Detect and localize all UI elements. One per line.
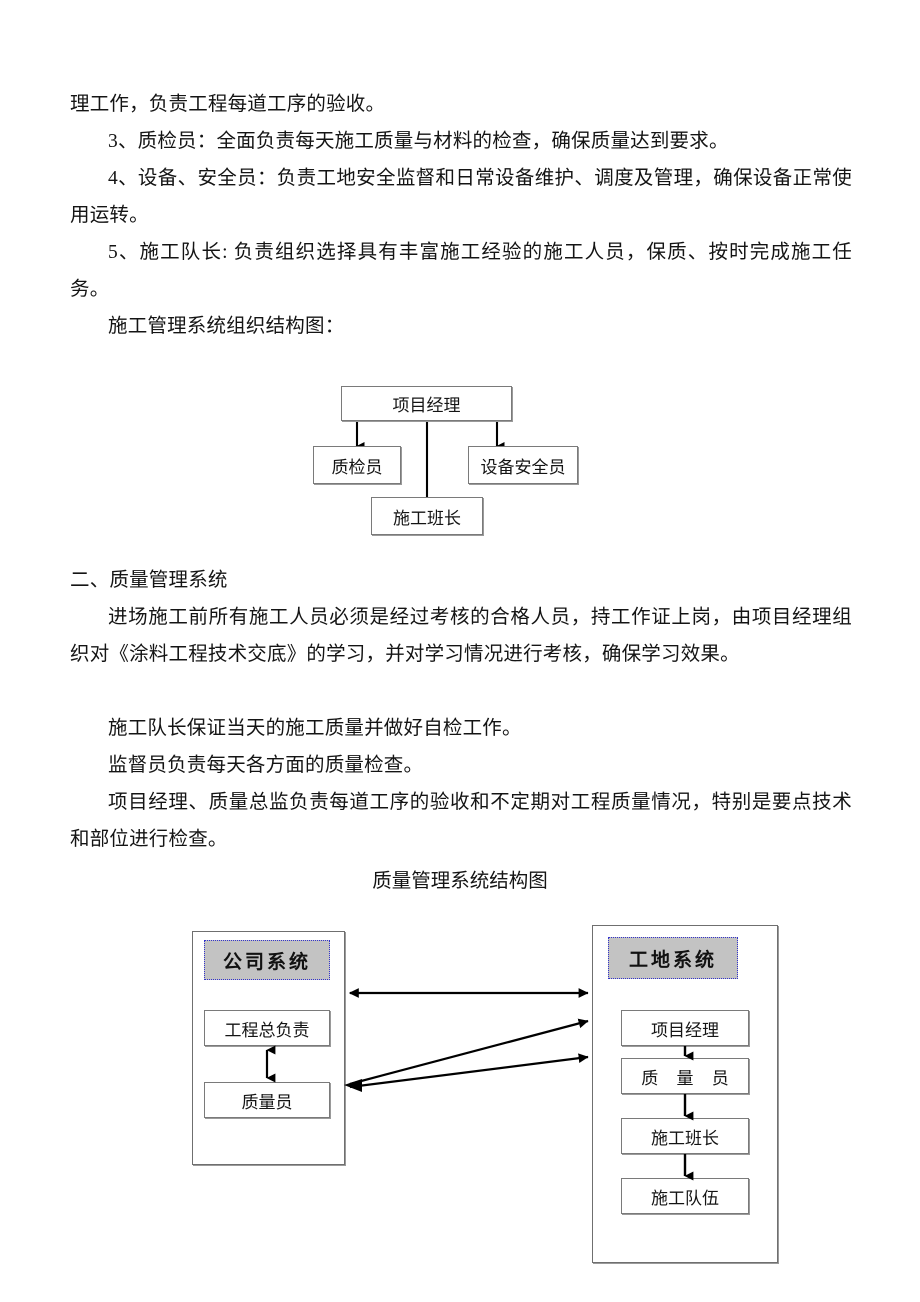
paragraph-4: 5、施工队长: 负责组织选择具有丰富施工经验的施工人员，保质、按时完成施工任务。 [70, 242, 852, 300]
org-node-inspector-label: 质检员 [331, 457, 383, 477]
org-node-foreman: 施工班长 [371, 497, 483, 535]
site-node-project-manager-label: 项目经理 [651, 1020, 719, 1040]
paragraph-8: 施工队长保证当天的施工质量并做好自检工作。 [108, 718, 522, 739]
company-node-chief-engineer: 工程总负责 [204, 1010, 330, 1046]
org-node-safety: 设备安全员 [468, 446, 578, 484]
site-node-quality-officer: 质 量 员 [621, 1058, 749, 1094]
site-system-header-label: 工地系统 [628, 949, 717, 971]
paragraph-2: 3、质检员：全面负责每天施工质量与材料的检查，确保质量达到要求。 [108, 131, 729, 152]
paragraph-3: 4、设备、安全员：负责工地安全监督和日常设备维护、调度及管理，确保设备正常使用运… [70, 168, 852, 226]
company-system-header: 公司系统 [204, 940, 330, 980]
site-node-foreman: 施工班长 [621, 1118, 749, 1154]
site-node-crew-label: 施工队伍 [651, 1188, 719, 1208]
company-node-chief-engineer-label: 工程总负责 [224, 1020, 310, 1040]
paragraph-1: 理工作，负责工程每道工序的验收。 [70, 94, 386, 115]
paragraph-org-chart-label: 施工管理系统组织结构图： [108, 316, 345, 337]
company-node-quality-officer-label: 质量员 [241, 1092, 293, 1112]
section-heading-quality: 二、质量管理系统 [70, 570, 228, 591]
org-node-inspector: 质检员 [313, 446, 401, 484]
site-node-project-manager: 项目经理 [621, 1010, 749, 1046]
org-node-safety-label: 设备安全员 [480, 457, 566, 477]
org-node-foreman-label: 施工班长 [393, 508, 461, 528]
paragraph-7: 进场施工前所有施工人员必须是经过考核的合格人员，持工作证上岗，由项目经理组织对《… [70, 607, 852, 665]
company-node-quality-officer: 质量员 [204, 1082, 330, 1118]
org-node-manager-label: 项目经理 [392, 396, 461, 415]
paragraph-10: 项目经理、质量总监负责每道工序的验收和不定期对工程质量情况，特别是要点技术和部位… [70, 792, 852, 850]
site-node-foreman-label: 施工班长 [651, 1128, 719, 1148]
company-system-header-label: 公司系统 [222, 951, 311, 973]
site-system-header: 工地系统 [608, 937, 738, 979]
quality-chart-caption: 质量管理系统结构图 [372, 871, 548, 892]
org-node-manager: 项目经理 [341, 386, 512, 421]
site-node-quality-officer-label: 质 量 员 [641, 1068, 736, 1088]
site-node-crew: 施工队伍 [621, 1178, 749, 1214]
paragraph-9: 监督员负责每天各方面的质量检查。 [108, 755, 424, 776]
